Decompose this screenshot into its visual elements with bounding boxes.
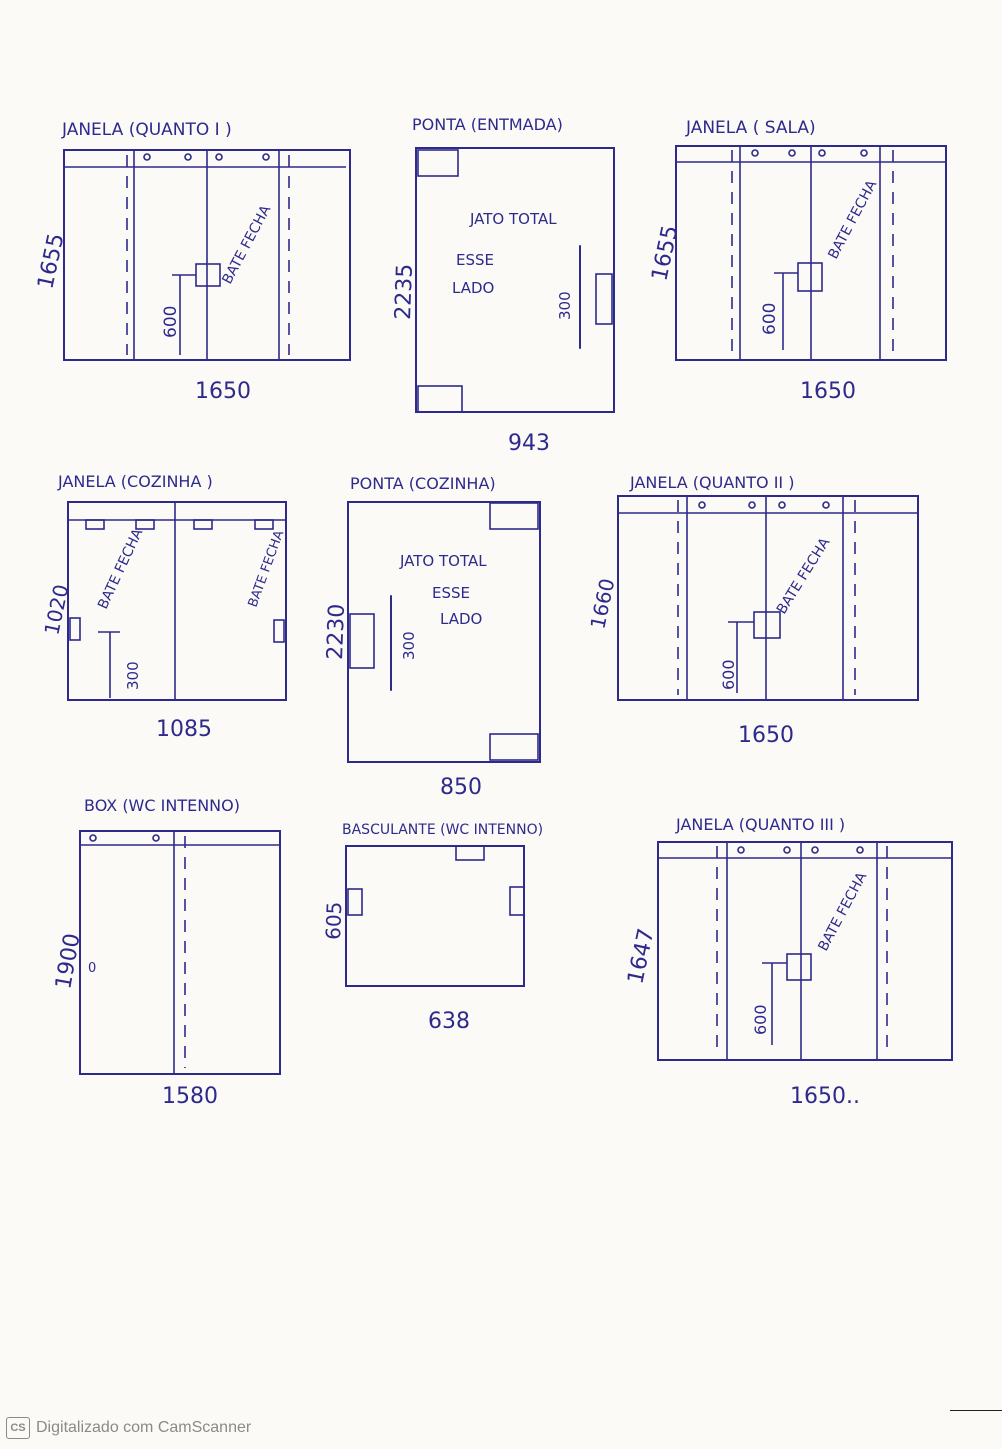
- diagram-title: BASCULANTE (WC INTENNO): [342, 822, 543, 838]
- diagram-porta-entrada: PONTA (ENTMADA) JATO TOTAL ESSE LADO 300…: [391, 115, 615, 456]
- handle-height-label: 300: [556, 291, 574, 320]
- lock-icon: [349, 613, 375, 669]
- door-frame: [415, 147, 615, 413]
- width-label: 850: [440, 775, 482, 800]
- handle-height-label: 600: [751, 1004, 770, 1035]
- latch-right: [273, 619, 285, 643]
- hinge-top: [489, 502, 539, 530]
- width-label: 1650: [738, 723, 794, 748]
- handle-height-label: 300: [124, 661, 142, 690]
- diagram-janela-quarto-3: JANELA (QUANTO III ) BATE FECHA 600 1647…: [623, 815, 953, 1109]
- diagram-title: PONTA (ENTMADA): [412, 115, 563, 134]
- handle-height-label: 300: [400, 631, 418, 660]
- handle-height-label: 600: [719, 659, 738, 690]
- lock-icon: [595, 273, 613, 325]
- bate-fecha-note: BATE FECHA: [774, 535, 834, 617]
- height-label: 2230: [323, 603, 350, 660]
- bate-fecha-note-left: BATE FECHA: [95, 526, 146, 612]
- latch-icon: [786, 953, 812, 981]
- latch-icon: [753, 611, 781, 639]
- width-label: 1580: [162, 1084, 218, 1109]
- latch-right: [509, 886, 525, 916]
- camscanner-logo-icon: CS: [6, 1417, 30, 1439]
- bate-fecha-note: BATE FECHA: [219, 202, 274, 286]
- scanner-footer: CS Digitalizado com CamScanner: [6, 1415, 251, 1441]
- box-frame: [79, 830, 281, 1075]
- diagram-basculante-wc: BASCULANTE (WC INTENNO) 605 638: [321, 822, 543, 1034]
- diagram-title: JANELA (QUANTO II ): [629, 473, 794, 492]
- diagram-porta-cozinha: PONTA (COZINHA) JATO TOTAL ESSE LADO 300…: [323, 474, 541, 800]
- scan-edge-divider: [950, 1410, 1002, 1411]
- width-label: 1650: [800, 379, 856, 404]
- diagram-janela-quarto-1: JANELA (QUANTO I ) BATE FECHA 600 1655 1…: [33, 120, 351, 404]
- width-label: 638: [428, 1009, 470, 1034]
- latch-left: [347, 888, 363, 916]
- handle-height-label: 600: [161, 306, 181, 338]
- hinge-top: [455, 845, 485, 861]
- height-label: 2235: [391, 263, 418, 320]
- width-label: 943: [508, 431, 550, 456]
- jato-note-line2: ESSE: [456, 251, 494, 269]
- latch-icon: [195, 263, 221, 287]
- diagram-janela-quarto-2: JANELA (QUANTO II ) BATE FECHA 600 1660 …: [585, 473, 919, 748]
- bate-fecha-note: BATE FECHA: [815, 869, 870, 953]
- diagram-title: JANELA ( SALA): [685, 118, 816, 138]
- latch-left: [69, 617, 81, 641]
- diagram-title: PONTA (COZINHA): [350, 474, 496, 493]
- width-label: 1085: [156, 717, 212, 742]
- height-label: 1655: [647, 223, 683, 283]
- jato-note-line2: ESSE: [432, 584, 470, 602]
- diagram-title: BOX (WC INTENNO): [84, 796, 240, 815]
- width-label: 1650: [195, 379, 251, 404]
- diagram-janela-cozinha: JANELA (COZINHA ) BATE FECHA BATE FECHA …: [39, 472, 287, 742]
- width-label: 1650..: [790, 1084, 860, 1109]
- diagram-title: JANELA (QUANTO III ): [675, 815, 845, 834]
- jato-note-line1: JATO TOTAL: [399, 552, 487, 570]
- hinge-top: [417, 149, 459, 177]
- bate-fecha-note-right: BATE FECHA: [246, 528, 288, 609]
- height-label: 1647: [623, 926, 659, 986]
- bate-fecha-note: BATE FECHA: [825, 177, 880, 261]
- window-frame: [657, 841, 953, 1061]
- window-frame: [67, 501, 287, 701]
- diagram-janela-sala: JANELA ( SALA) BATE FECHA 600 1655 1650: [647, 118, 947, 404]
- jato-note-line3: LADO: [440, 610, 482, 628]
- jato-note-line3: LADO: [452, 279, 494, 297]
- scanner-footer-text: Digitalizado com CamScanner: [36, 1419, 252, 1436]
- diagram-box-wc: BOX (WC INTENNO) 0 1900 1580: [51, 796, 281, 1109]
- latch-icon: [797, 262, 823, 292]
- diagram-title: JANELA (COZINHA ): [57, 472, 213, 491]
- handle-height-label: 600: [760, 303, 780, 335]
- window-frame: [617, 495, 919, 701]
- door-frame: [347, 501, 541, 763]
- height-label: 1660: [585, 576, 619, 631]
- jato-note-line1: JATO TOTAL: [469, 210, 557, 228]
- hinge-bottom: [489, 733, 539, 761]
- box-mark: 0: [88, 961, 96, 976]
- basculante-frame: [345, 845, 525, 987]
- diagram-title: JANELA (QUANTO I ): [61, 120, 232, 140]
- height-label: 605: [321, 901, 346, 940]
- hinge-bottom: [417, 385, 463, 413]
